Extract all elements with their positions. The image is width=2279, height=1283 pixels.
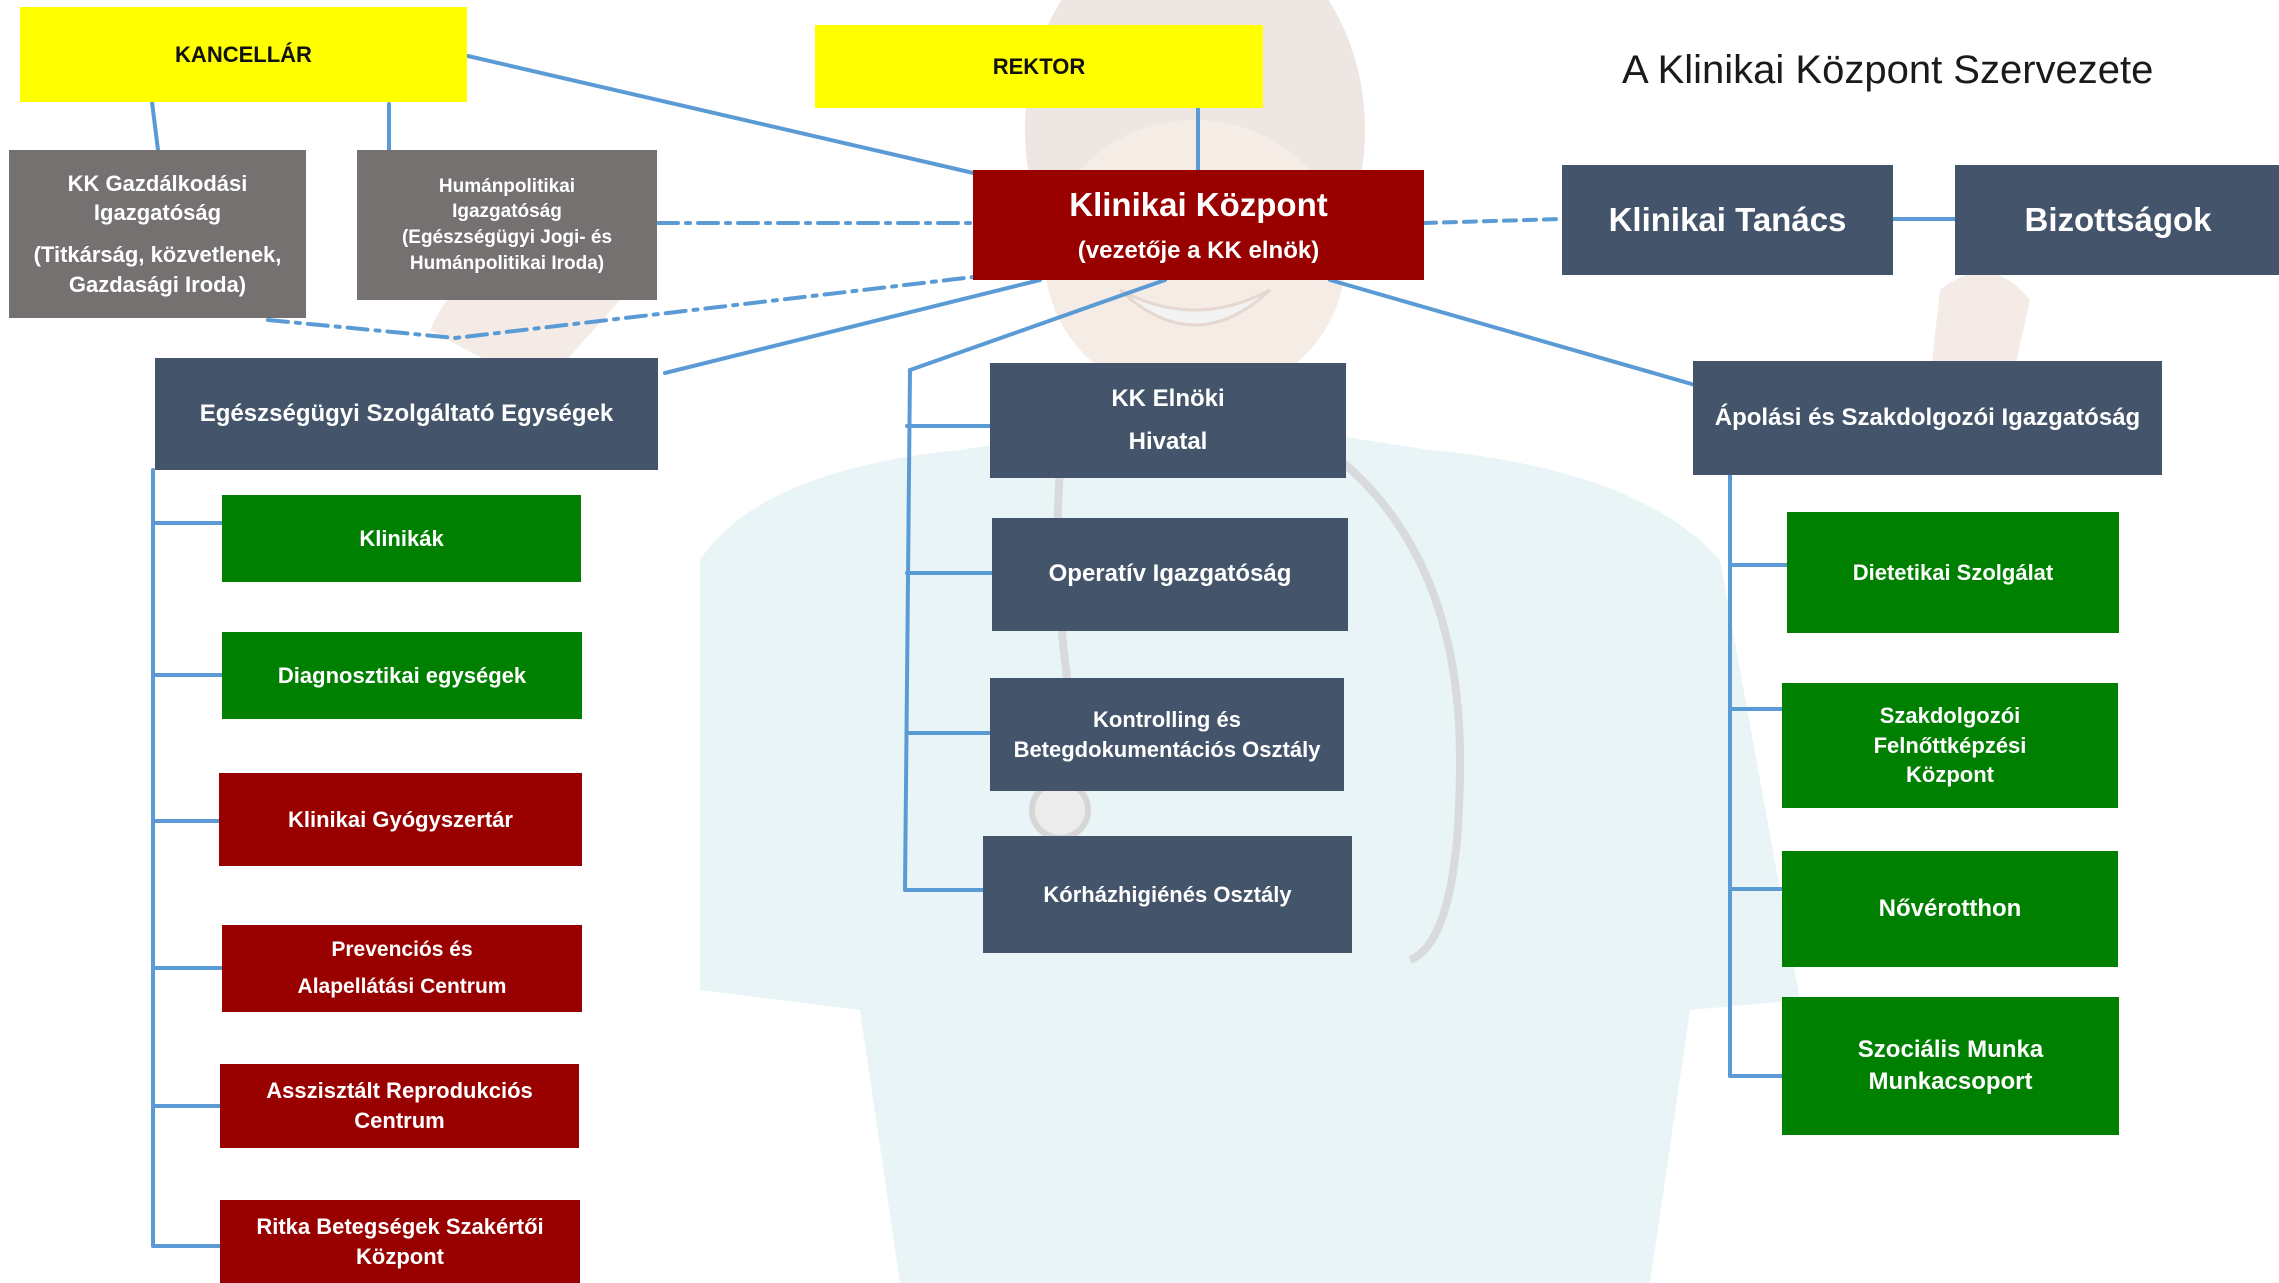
egeszsegugyi-szolgaltato-egysegek-box: Egészségügyi Szolgáltató Egységek bbox=[155, 358, 658, 470]
kancellar-label: KANCELLÁR bbox=[175, 41, 312, 67]
center-item-0-line1: KK Elnöki bbox=[1111, 385, 1225, 413]
kk-gazdalkodasi-igazgatosag-box: KK Gazdálkodási Igazgatóság (Titkárság, … bbox=[9, 150, 306, 318]
right-branch-header: Ápolási és Szakdolgozói Igazgatóság bbox=[1714, 403, 2141, 431]
left-branch-item-diagnosztikai: Diagnosztikai egységek bbox=[222, 632, 582, 719]
left-branch-item-gyogyszertar: Klinikai Gyógyszertár bbox=[219, 773, 582, 866]
kk-gazdalkodasi-line2: Igazgatóság bbox=[93, 200, 222, 226]
kk-gazdalkodasi-line3: (Titkárság, közvetlenek, bbox=[33, 242, 282, 267]
left-item-2-line1: Klinikai Gyógyszertár bbox=[288, 806, 513, 832]
center-branch-item-korhazhigienes: Kórházhigiénés Osztály bbox=[983, 836, 1352, 953]
klinikai-kozpont-box: Klinikai Központ (vezetője a KK elnök) bbox=[973, 170, 1424, 280]
right-item-2-line1: Nővérotthon bbox=[1878, 894, 2022, 922]
left-branch-item-klinikak: Klinikák bbox=[222, 495, 581, 582]
center-item-2-line2: Betegdokumentációs Osztály bbox=[1013, 736, 1321, 762]
humanpolitikai-line4: Humánpolitikai Iroda) bbox=[409, 252, 605, 274]
rektor-box: REKTOR bbox=[815, 25, 1263, 108]
klinikai-tanacs-box: Klinikai Tanács bbox=[1562, 165, 1893, 275]
klinikai-kozpont-subtitle: (vezetője a KK elnök) bbox=[1077, 237, 1320, 265]
right-item-3-line1: Szociális Munka bbox=[1857, 1035, 2044, 1063]
klinikai-kozpont-title: Klinikai Központ bbox=[1069, 185, 1328, 223]
right-item-1-line1: Szakdolgozói bbox=[1879, 702, 2021, 728]
center-item-3-line1: Kórházhigiénés Osztály bbox=[1043, 881, 1292, 907]
right-item-3-line2: Munkacsoport bbox=[1868, 1068, 2033, 1095]
klinikai-tanacs-label: Klinikai Tanács bbox=[1608, 200, 1847, 238]
center-branch-item-kontrolling: Kontrolling és Betegdokumentációs Osztál… bbox=[990, 678, 1344, 791]
left-item-0-line1: Klinikák bbox=[359, 525, 444, 551]
center-branch-item-elnoki-hivatal: KK Elnöki Hivatal bbox=[990, 363, 1346, 478]
humanpolitikai-igazgatosag-box: Humánpolitikai Igazgatóság (Egészségügyi… bbox=[357, 150, 657, 300]
left-branch-item-reprodukcios: Asszisztált Reprodukciós Centrum bbox=[220, 1064, 579, 1148]
right-item-1-line3: Központ bbox=[1906, 762, 1994, 788]
right-item-0-line1: Dietetikai Szolgálat bbox=[1852, 559, 2054, 585]
left-item-1-line1: Diagnosztikai egységek bbox=[277, 662, 527, 688]
left-item-3-line2: Alapellátási Centrum bbox=[297, 974, 507, 998]
humanpolitikai-line2: Igazgatóság bbox=[452, 201, 562, 223]
right-item-1-line2: Felnőttképzési bbox=[1873, 732, 2027, 758]
right-branch-item-szocialis-munka: Szociális Munka Munkacsoport bbox=[1782, 997, 2119, 1135]
right-branch-item-noverotthon: Nővérotthon bbox=[1782, 851, 2118, 967]
left-item-4-line1: Asszisztált Reprodukciós bbox=[266, 1078, 533, 1104]
rektor-label: REKTOR bbox=[992, 53, 1086, 79]
bizottsagok-box: Bizottságok bbox=[1955, 165, 2279, 275]
center-item-2-line1: Kontrolling és bbox=[1093, 706, 1241, 732]
kancellar-box: KANCELLÁR bbox=[20, 7, 467, 102]
left-item-3-line1: Prevenciós és bbox=[331, 938, 473, 962]
bizottsagok-label: Bizottságok bbox=[2024, 200, 2212, 238]
center-item-1-line1: Operatív Igazgatóság bbox=[1048, 560, 1292, 588]
kk-gazdalkodasi-line1: KK Gazdálkodási bbox=[67, 170, 248, 196]
center-item-0-line2: Hivatal bbox=[1128, 427, 1208, 455]
left-branch-item-prevencios: Prevenciós és Alapellátási Centrum bbox=[222, 925, 582, 1012]
page-title: A Klinikai Központ Szervezete bbox=[1622, 48, 2154, 92]
humanpolitikai-line1: Humánpolitikai bbox=[438, 175, 576, 197]
left-item-5-line2: Központ bbox=[356, 1243, 444, 1269]
center-branch-item-operativ: Operatív Igazgatóság bbox=[992, 518, 1348, 631]
kk-gazdalkodasi-line4: Gazdasági Iroda) bbox=[68, 271, 247, 297]
right-branch-item-dietetikai: Dietetikai Szolgálat bbox=[1787, 512, 2119, 633]
left-item-4-line2: Centrum bbox=[354, 1108, 445, 1133]
apolasi-szakdolgozoi-igazgatosag-box: Ápolási és Szakdolgozói Igazgatóság bbox=[1693, 361, 2162, 475]
left-branch-header: Egészségügyi Szolgáltató Egységek bbox=[199, 399, 614, 427]
left-item-5-line1: Ritka Betegségek Szakértői bbox=[256, 1213, 544, 1239]
right-branch-item-szakdolgozoi-felnottkepzesi: Szakdolgozói Felnőttképzési Központ bbox=[1782, 683, 2118, 808]
left-branch-item-ritka-betegsegek: Ritka Betegségek Szakértői Központ bbox=[220, 1200, 580, 1283]
humanpolitikai-line3: (Egészségügyi Jogi- és bbox=[401, 227, 613, 248]
